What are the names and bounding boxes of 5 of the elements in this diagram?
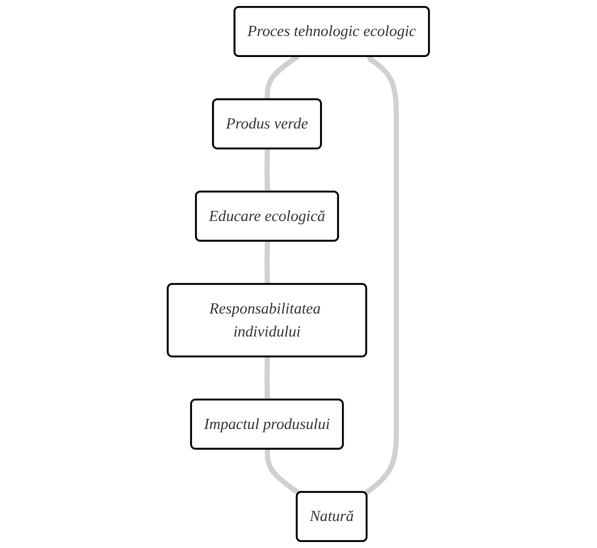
connector — [264, 148, 270, 192]
connector — [264, 356, 270, 400]
connector — [264, 241, 270, 284]
arrow — [364, 56, 400, 496]
connector — [264, 449, 301, 496]
